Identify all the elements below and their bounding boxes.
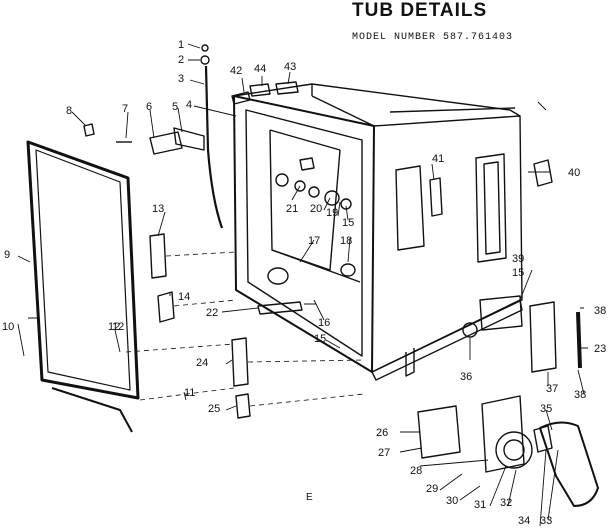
bracket-13 — [149, 233, 167, 279]
part-label-38: 38 — [574, 389, 586, 401]
part-label-31: 31 — [474, 499, 486, 511]
part-label-6: 6 — [146, 101, 152, 113]
model-number: MODEL NUMBER 587.761403 — [352, 32, 514, 43]
part-label-28: 28 — [410, 465, 422, 477]
part-label-38: 38 — [594, 305, 606, 317]
part-label-21: 21 — [286, 203, 298, 215]
part-label-32: 32 — [500, 497, 512, 509]
part-label-44: 44 — [254, 63, 266, 75]
motor-assembly — [417, 395, 599, 507]
clip-42 — [231, 91, 251, 105]
hinge-plate — [173, 127, 205, 151]
clip-14 — [157, 291, 175, 323]
rod-23 — [576, 311, 582, 369]
part-label-1: 1 — [178, 39, 184, 51]
tub-body — [233, 83, 523, 381]
cap-40 — [533, 159, 553, 187]
part-label-14: 14 — [178, 291, 190, 303]
diagram-code: E — [306, 492, 313, 503]
part-label-24: 24 — [196, 357, 208, 369]
part-label-3: 3 — [178, 73, 184, 85]
part-label-18: 18 — [340, 235, 352, 247]
part-label-33: 33 — [540, 515, 552, 527]
part-label-43: 43 — [284, 61, 296, 73]
nut-2 — [200, 55, 210, 65]
diagram-title: TUB DETAILS — [352, 0, 488, 21]
part-label-15: 15 — [342, 217, 354, 229]
hinge-bracket — [149, 131, 183, 155]
clip-44 — [249, 83, 271, 97]
part-label-9: 9 — [4, 249, 10, 261]
seal-36 — [462, 322, 478, 338]
part-label-12: 12 — [112, 321, 124, 333]
part-label-5: 5 — [172, 101, 178, 113]
clip-8 — [83, 123, 95, 137]
part-label-37: 37 — [546, 383, 558, 395]
part-label-39: 39 — [512, 253, 524, 265]
part-label-34: 34 — [518, 515, 530, 527]
part-label-15: 15 — [512, 267, 524, 279]
part-label-36: 36 — [460, 371, 472, 383]
clip-43 — [275, 81, 299, 95]
bracket-24 — [231, 337, 249, 387]
part-label-15: 15 — [314, 333, 326, 345]
part-label-12: 12 — [108, 321, 120, 333]
part-label-41: 41 — [432, 153, 444, 165]
part-label-7: 7 — [122, 103, 128, 115]
part-label-42: 42 — [230, 65, 242, 77]
bracket-41 — [429, 177, 443, 217]
part-label-4: 4 — [186, 99, 192, 111]
part-label-19: 19 — [326, 207, 338, 219]
part-label-27: 27 — [378, 447, 390, 459]
part-label-16: 16 — [318, 317, 330, 329]
fill-tube — [204, 65, 224, 229]
cover-37 — [529, 301, 557, 373]
bracket-39 — [479, 295, 523, 331]
clip-25 — [235, 393, 251, 419]
part-label-26: 26 — [376, 427, 388, 439]
part-label-20: 20 — [310, 203, 322, 215]
door-seal-strip — [51, 387, 133, 433]
part-label-13: 13 — [152, 203, 164, 215]
part-label-30: 30 — [446, 495, 458, 507]
part-label-25: 25 — [208, 403, 220, 415]
part-label-29: 29 — [426, 483, 438, 495]
part-label-17: 17 — [308, 235, 320, 247]
part-label-10: 10 — [2, 321, 14, 333]
nut-1 — [201, 44, 209, 52]
part-label-23: 23 — [594, 343, 606, 355]
part-label-35: 35 — [540, 403, 552, 415]
part-label-11: 11 — [184, 387, 195, 399]
part-label-22: 22 — [206, 307, 218, 319]
clip-22 — [257, 301, 303, 315]
part-label-2: 2 — [178, 54, 184, 66]
part-label-40: 40 — [568, 167, 580, 179]
door-gasket — [26, 140, 140, 400]
part-label-8: 8 — [66, 105, 72, 117]
